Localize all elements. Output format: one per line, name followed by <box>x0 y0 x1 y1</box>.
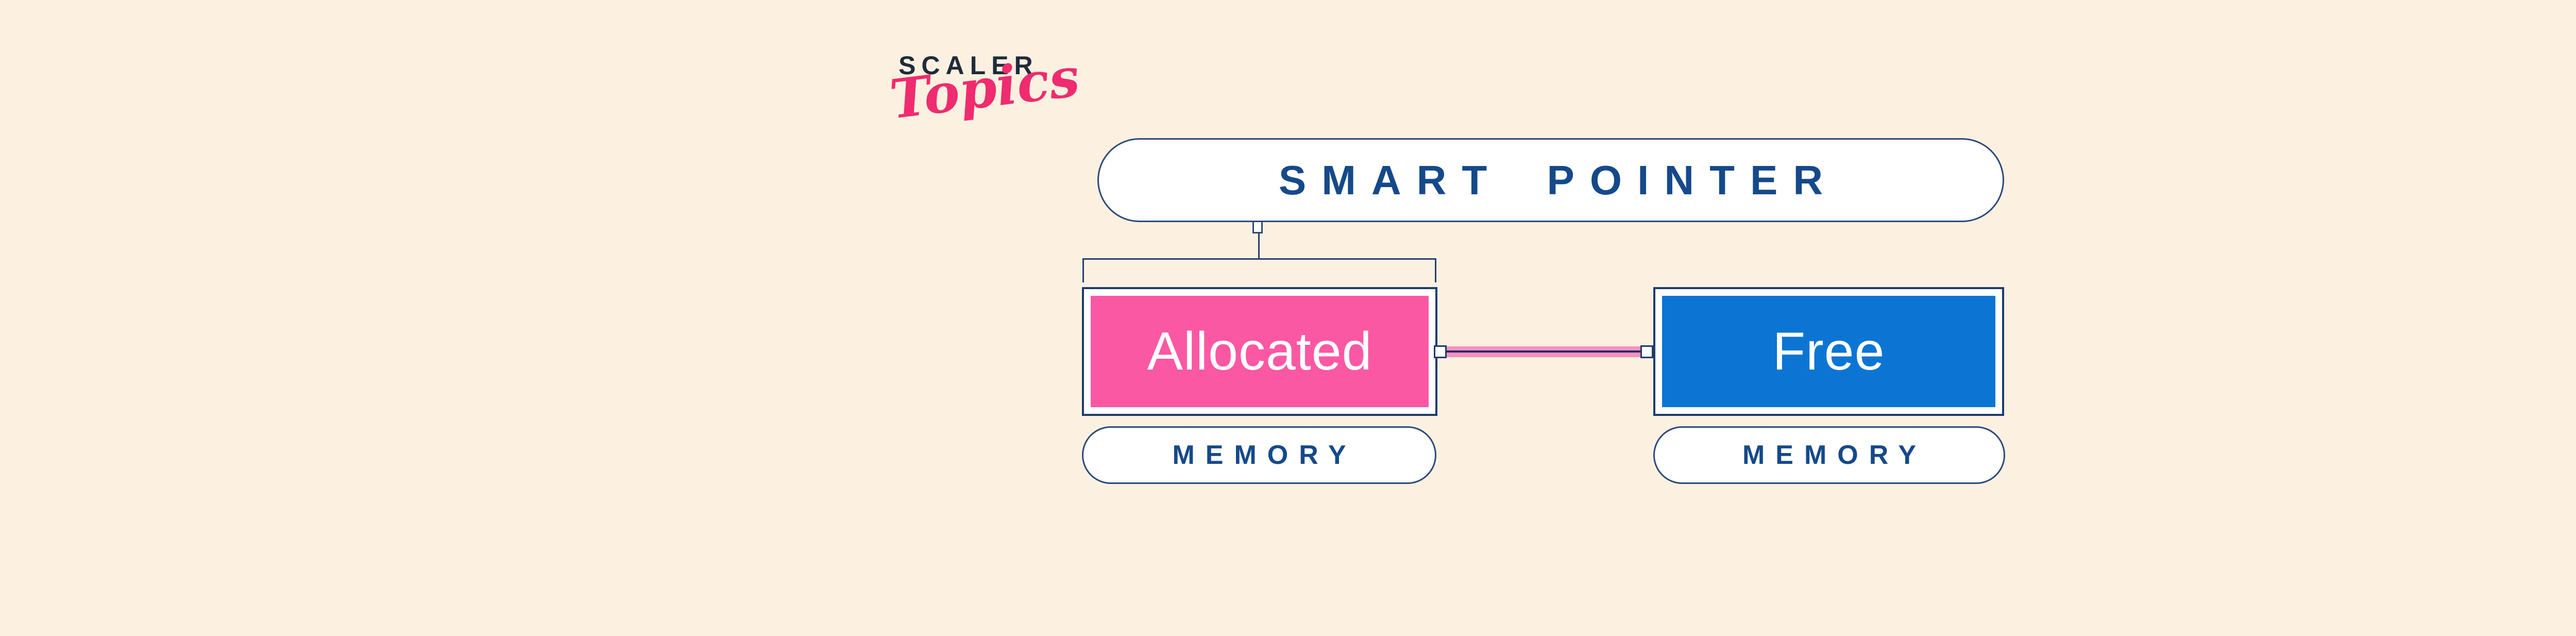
memory-label-allocated: MEMORY <box>1172 440 1357 470</box>
free-memory-box: Free <box>1653 287 2004 416</box>
allocated-free-link-core <box>1446 350 1642 353</box>
memory-pill-free: MEMORY <box>1653 426 2005 484</box>
free-memory-fill: Free <box>1662 296 1995 407</box>
scaler-topics-logo: SCALER Topics <box>887 45 1083 150</box>
smart-pointer-node: SMART POINTER <box>1097 138 2004 222</box>
allocated-memory-box: Allocated <box>1082 287 1437 416</box>
memory-label-free: MEMORY <box>1742 440 1927 470</box>
allocated-free-link <box>1446 346 1642 357</box>
smart-pointer-label: SMART POINTER <box>1278 157 1839 203</box>
free-label: Free <box>1772 321 1885 381</box>
link-anchor-free <box>1640 345 1653 358</box>
link-anchor-allocated <box>1434 345 1447 358</box>
branch-bracket <box>1082 258 1436 282</box>
allocated-memory-fill: Allocated <box>1091 296 1429 407</box>
root-connector-stub <box>1252 221 1263 233</box>
logo-scaler-wordmark: SCALER <box>899 51 1039 80</box>
memory-pill-allocated: MEMORY <box>1082 426 1436 484</box>
root-connector-stem <box>1258 233 1260 258</box>
allocated-label: Allocated <box>1147 321 1372 381</box>
